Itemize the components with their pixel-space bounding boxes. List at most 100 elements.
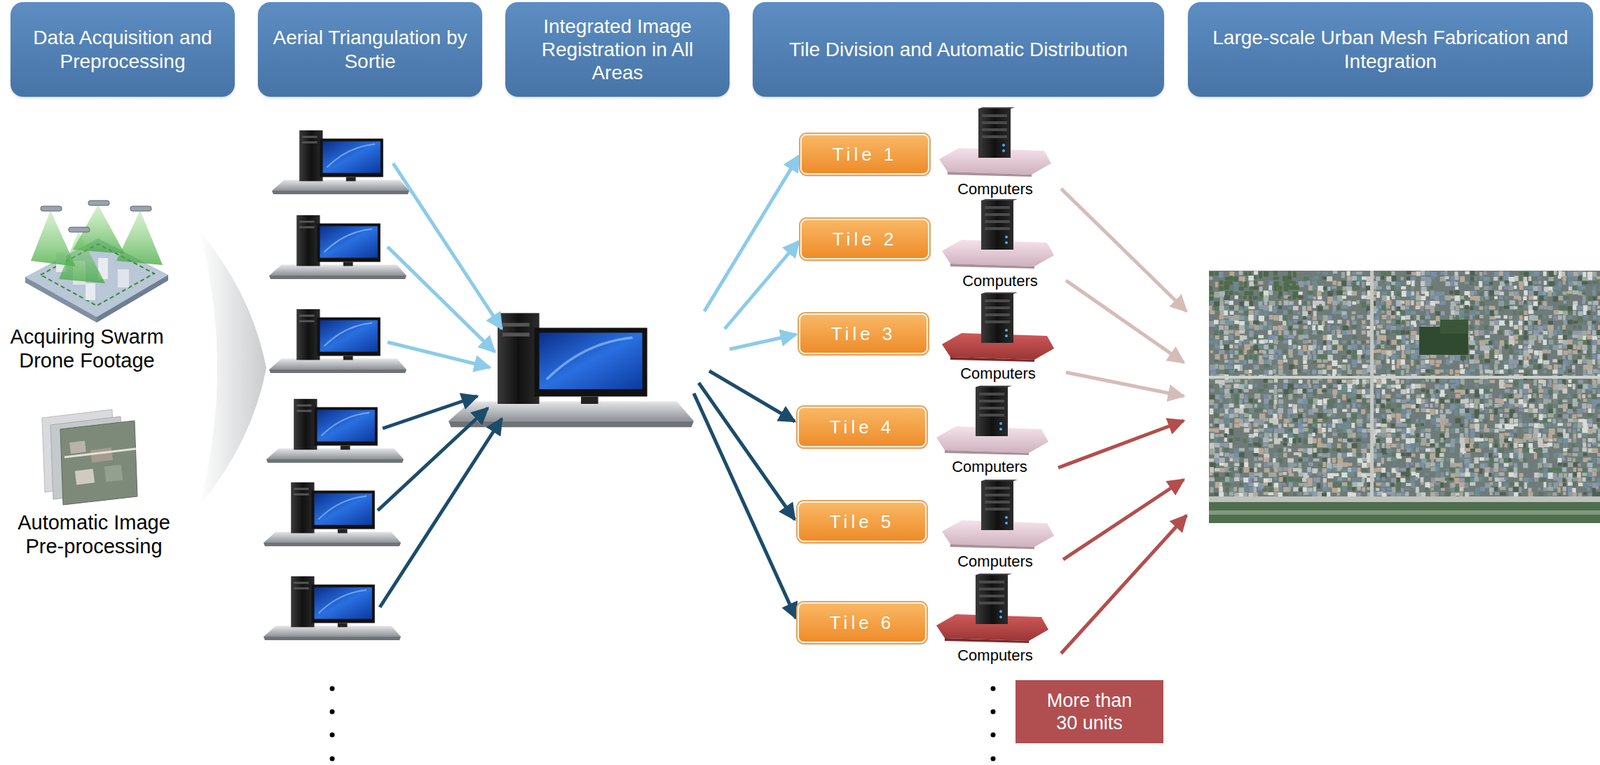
city-block	[1386, 281, 1390, 286]
city-block	[1219, 402, 1223, 408]
city-block	[1391, 354, 1397, 360]
city-block	[1597, 365, 1600, 368]
city-block	[1489, 330, 1494, 335]
city-block	[1376, 364, 1382, 370]
city-block	[1342, 295, 1347, 300]
city-block	[1400, 330, 1406, 335]
city-block	[1375, 285, 1382, 289]
city-block	[1484, 290, 1488, 297]
city-block	[1263, 344, 1269, 350]
city-block	[1587, 281, 1592, 285]
city-block	[1267, 422, 1273, 427]
city-block	[1356, 299, 1360, 304]
city-block	[1558, 379, 1563, 384]
city-block	[1534, 320, 1538, 326]
city-block	[1239, 334, 1244, 342]
city-block	[1543, 353, 1548, 360]
city-block	[1454, 355, 1461, 361]
city-block	[1351, 422, 1355, 429]
city-block	[1283, 384, 1288, 390]
city-block	[1377, 324, 1383, 328]
city-block	[1434, 369, 1440, 374]
city-block	[1248, 275, 1254, 281]
city-block	[1362, 384, 1366, 387]
city-block	[1572, 402, 1579, 407]
city-block	[1425, 359, 1430, 364]
city-block	[1405, 315, 1411, 320]
city-block	[1410, 310, 1417, 314]
city-block	[1278, 354, 1282, 361]
city-block	[1572, 393, 1577, 399]
city-block	[1597, 339, 1600, 345]
city-block	[1581, 291, 1585, 296]
city-block	[1362, 423, 1368, 429]
city-block	[1588, 275, 1593, 280]
city-block	[1592, 339, 1598, 345]
city-block	[1445, 383, 1449, 389]
city-block	[1592, 408, 1596, 413]
city-block	[1513, 329, 1519, 335]
city-block	[1464, 423, 1468, 427]
city-block	[1223, 330, 1229, 335]
city-block	[1522, 285, 1529, 290]
city-block	[1567, 418, 1574, 422]
city-block	[1258, 275, 1262, 279]
city-block	[1327, 388, 1332, 395]
city-block	[1494, 407, 1498, 415]
city-block	[1277, 295, 1281, 299]
city-block	[1421, 270, 1425, 276]
city-block	[1498, 354, 1503, 361]
city-block	[1380, 320, 1385, 326]
city-block	[1459, 364, 1464, 369]
city-block	[1528, 413, 1533, 417]
city-block	[1489, 370, 1493, 374]
city-block	[1597, 408, 1600, 413]
city-block	[1562, 275, 1567, 281]
city-block	[1257, 388, 1264, 393]
city-block	[1268, 349, 1275, 354]
city-block	[1248, 349, 1254, 353]
city-block	[1332, 295, 1338, 301]
city-block	[1484, 358, 1490, 363]
city-block	[1219, 412, 1225, 416]
city-block	[1316, 330, 1322, 335]
city-block	[1489, 344, 1494, 348]
city-block	[1341, 379, 1347, 383]
city-block	[1380, 300, 1384, 305]
city-block	[1224, 305, 1230, 311]
city-block	[1435, 363, 1440, 367]
city-block	[1522, 402, 1527, 408]
city-block	[1567, 422, 1572, 427]
city-block	[1469, 339, 1476, 345]
city-block	[1297, 311, 1301, 315]
city-block	[1489, 354, 1495, 359]
city-block	[1239, 423, 1245, 427]
city-block	[1421, 403, 1426, 410]
city-block	[1224, 295, 1230, 300]
city-block	[1454, 300, 1462, 304]
city-block	[1591, 324, 1595, 331]
city-block	[1258, 310, 1263, 316]
city-block	[1287, 408, 1293, 415]
city-block	[1253, 285, 1260, 290]
city-block	[1277, 335, 1284, 341]
city-block	[1342, 355, 1347, 359]
city-block	[1532, 306, 1537, 311]
city-block	[1572, 419, 1577, 423]
city-block	[1539, 295, 1544, 301]
city-block	[1563, 295, 1569, 300]
city-block	[1253, 320, 1260, 324]
city-block	[1375, 300, 1380, 305]
city-block	[1386, 403, 1392, 409]
city-block	[1382, 314, 1387, 319]
city-block	[1592, 315, 1598, 320]
continuation-dots	[330, 686, 996, 762]
city-block	[1494, 360, 1500, 364]
city-block	[1391, 275, 1397, 282]
city-block	[1553, 384, 1559, 391]
city-block	[1567, 384, 1572, 387]
city-block	[1454, 281, 1458, 286]
city-block	[1248, 369, 1252, 373]
city-block	[1209, 285, 1213, 291]
city-block	[1400, 324, 1404, 328]
